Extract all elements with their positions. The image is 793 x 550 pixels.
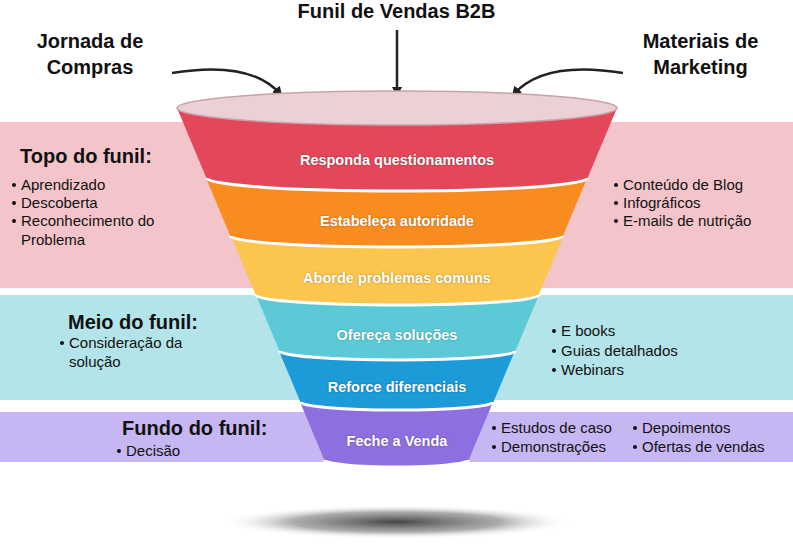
bullet-item: Guias detalhados: [550, 341, 678, 360]
bullet-text: Decisão: [126, 442, 180, 459]
bullet-text: Consideração da solução: [69, 334, 182, 370]
bullet-item: Depoimentos: [631, 418, 730, 437]
funnel-segment: Responda questionamentos: [174, 89, 620, 194]
bullet-dot: [12, 183, 16, 187]
bullet-dot: [614, 183, 618, 187]
bullet-item: Aprendizado: [10, 175, 105, 194]
segment-label: Reforce diferenciais: [276, 377, 518, 397]
segment-rim: [300, 402, 493, 410]
bullet-text: Descoberta: [21, 194, 98, 211]
funnel-opening: [177, 91, 617, 125]
funnel-shadow: [222, 505, 572, 539]
segment-rim: [279, 351, 515, 360]
bullet-item: E books: [550, 321, 615, 340]
bullet-text: E-mails de nutrição: [623, 212, 751, 229]
bullet-dot: [614, 219, 618, 223]
segment-rim: [231, 236, 563, 247]
stage-heading: Meio do funil:: [68, 310, 198, 334]
segment-rim: [325, 460, 469, 467]
bullet-text: Demonstrações: [501, 438, 606, 455]
bullet-item: Reconhecimento do Problema: [10, 211, 163, 249]
bullet-text: Ofertas de vendas: [642, 438, 765, 455]
segment-fill: [206, 178, 587, 247]
bullet-text: E books: [561, 322, 615, 339]
bullet-dot: [12, 219, 16, 223]
segment-label: Feche a Venda: [297, 431, 496, 451]
bullet-item: Decisão: [115, 441, 180, 460]
bullet-item: Ofertas de vendas: [631, 437, 765, 456]
bullet-dot: [12, 201, 16, 205]
bullet-dot: [552, 329, 556, 333]
segment-rim: [256, 295, 539, 305]
bullet-dot: [492, 426, 496, 430]
funnel-segment: Feche a Venda: [297, 402, 496, 470]
stage-heading: Fundo do funil:: [122, 416, 268, 440]
bullet-dot: [60, 341, 64, 345]
materials-arrow: [513, 69, 623, 95]
diagram-title: Funil de Vendas B2B: [0, 0, 793, 24]
bullet-item: Descoberta: [10, 193, 98, 212]
bullet-text: Aprendizado: [21, 176, 105, 193]
stage-heading: Topo do funil:: [20, 144, 152, 168]
bullet-dot: [552, 349, 556, 353]
bullet-dot: [633, 445, 637, 449]
bullet-text: Depoimentos: [642, 419, 730, 436]
side-heading: Materiais de Marketing: [618, 28, 783, 80]
bullet-item: E-mails de nutrição: [612, 211, 751, 230]
segment-label: Estabeleça autoridade: [203, 211, 590, 231]
bullet-text: Estudos de caso: [501, 419, 612, 436]
bullet-text: Guias detalhados: [561, 342, 678, 359]
bullet-dot: [492, 445, 496, 449]
bullet-text: Conteúdo de Blog: [623, 176, 743, 193]
bullet-dot: [117, 449, 121, 453]
bullet-item: Conteúdo de Blog: [612, 175, 743, 194]
bullet-text: Infográficos: [623, 194, 701, 211]
bullet-item: Webinars: [550, 360, 624, 379]
side-heading: Jornada de Compras: [10, 28, 170, 80]
bullet-dot: [552, 368, 556, 372]
bullet-dot: [633, 426, 637, 430]
segment-label: Ofereça soluções: [253, 325, 542, 345]
bullet-item: Demonstrações: [490, 437, 606, 456]
bullet-item: Estudos de caso: [490, 418, 612, 437]
bullet-text: Reconhecimento do Problema: [21, 212, 154, 248]
journey-arrow: [172, 69, 281, 95]
bullet-item: Infográficos: [612, 193, 701, 212]
bullet-dot: [614, 201, 618, 205]
bullet-text: Webinars: [561, 361, 624, 378]
bullet-item: Consideração da solução: [58, 333, 221, 371]
segment-shape: [174, 89, 620, 194]
segment-label: Aborde problemas comuns: [228, 268, 566, 288]
segment-label: Responda questionamentos: [174, 150, 620, 170]
title-arrow: [396, 30, 399, 95]
